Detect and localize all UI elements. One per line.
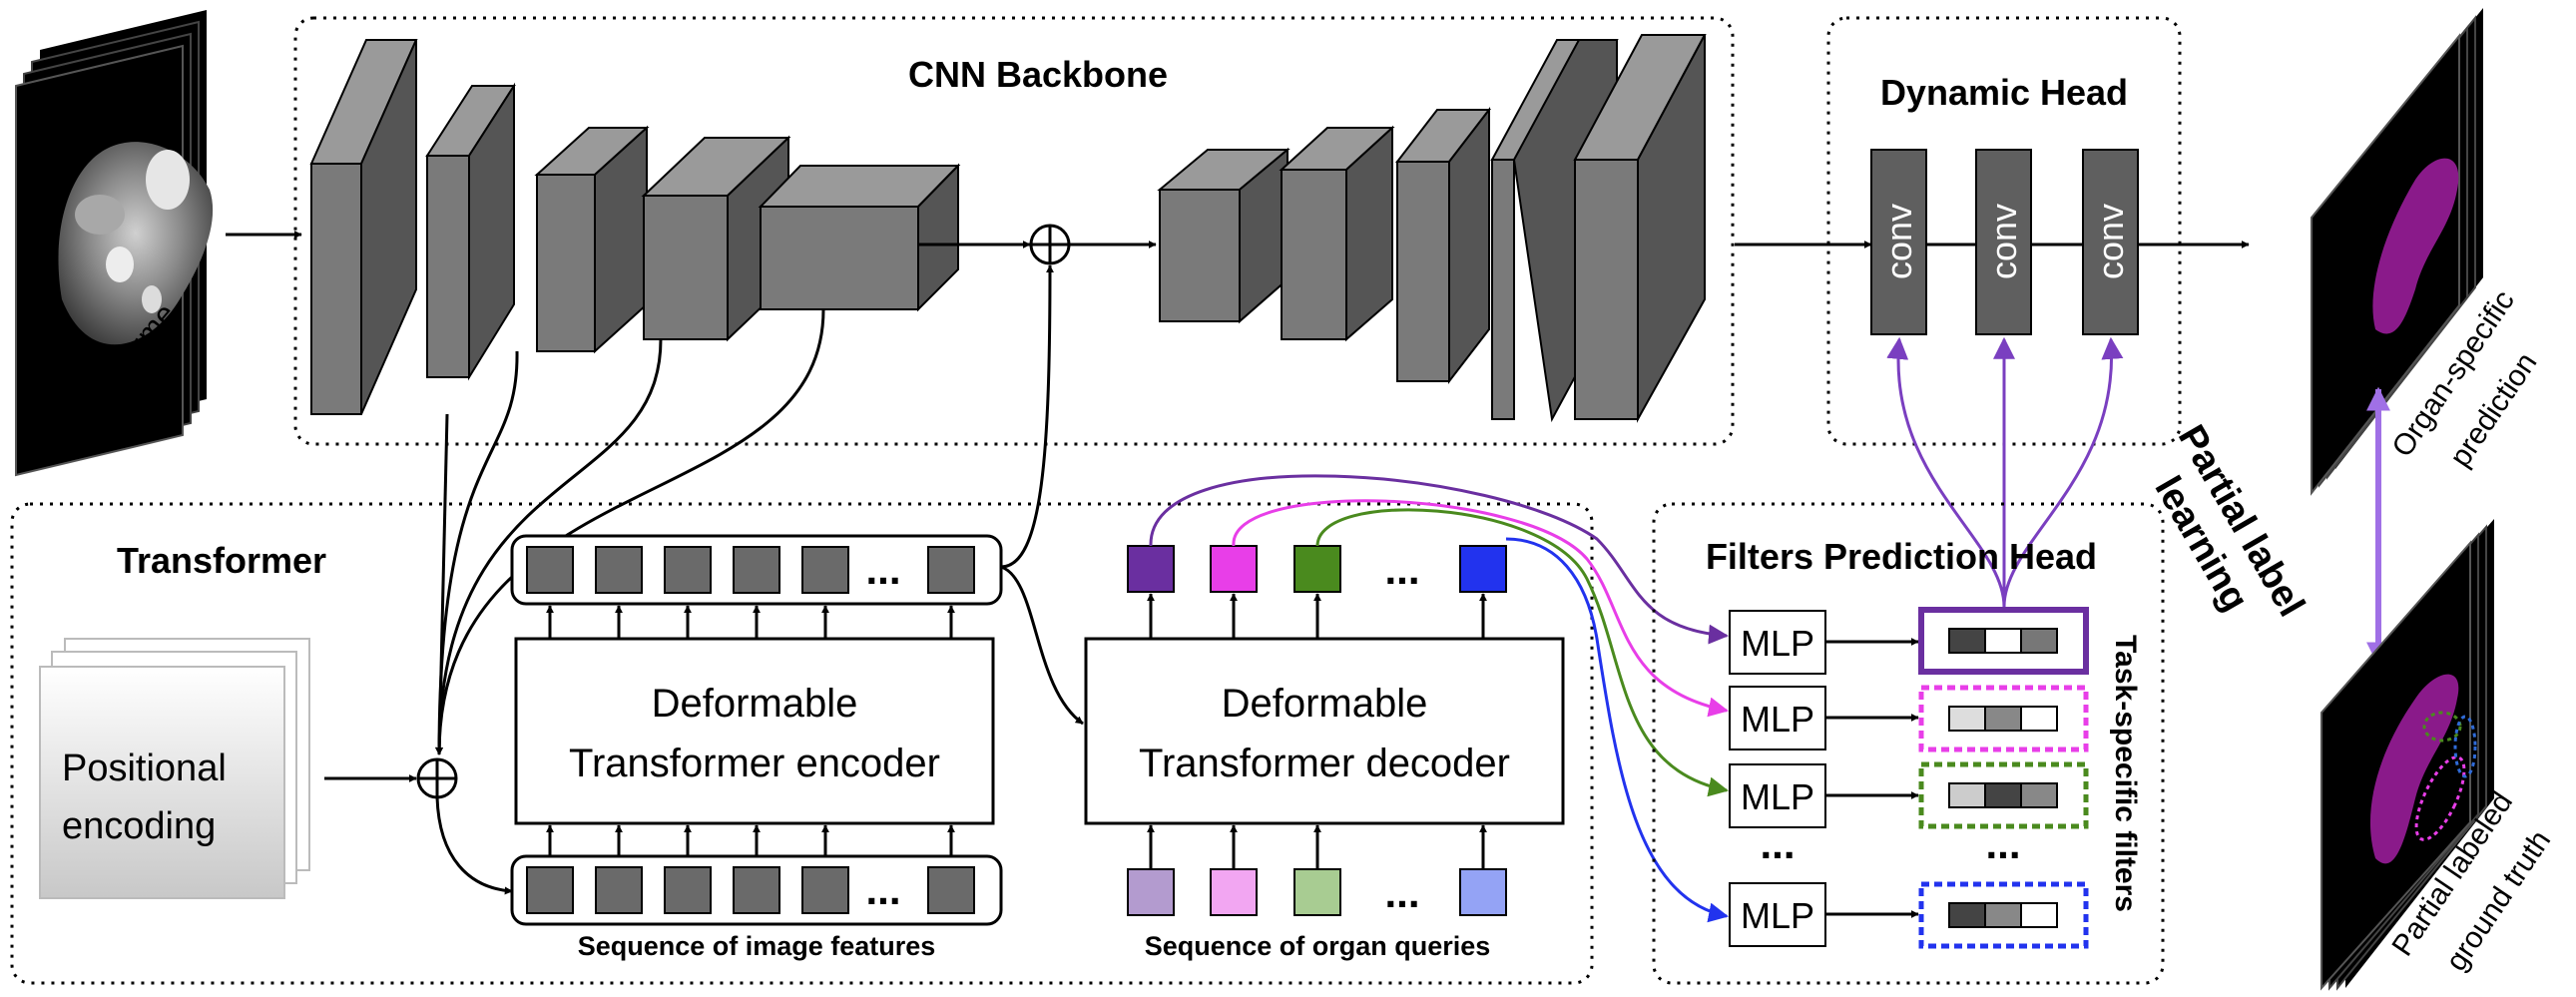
gt-outline-blue <box>2453 715 2477 778</box>
encoder-output-dots: ... <box>865 546 900 593</box>
encoder-input-dots: ... <box>865 866 900 913</box>
organ-query-dots: ... <box>1384 869 1419 916</box>
cnn-backbone-title: CNN Backbone <box>908 54 1168 95</box>
gt-outline-magenta <box>2414 755 2466 841</box>
conv-layer-1-label: conv <box>1878 204 1919 279</box>
filter-1 <box>1918 607 2089 675</box>
merge-oplus-bottom <box>416 757 458 799</box>
mlp-2-label: MLP <box>1741 699 1814 740</box>
mlp-dots: ... <box>1760 820 1795 867</box>
conv-layer-2-label: conv <box>1983 204 2024 279</box>
transformer-region <box>10 502 1594 985</box>
decoder-up-arrows-bottom <box>1147 824 1487 869</box>
arrow-encoder-to-cnn-merge <box>1000 264 1054 569</box>
positional-encoding-label-2: encoding <box>62 805 216 847</box>
filter-dots: ... <box>1985 820 2020 867</box>
conv-layer-1: conv <box>1870 149 1927 335</box>
organ-queries-caption: Sequence of organ queries <box>1145 931 1491 961</box>
deformable-decoder-box <box>1084 637 1565 825</box>
positional-encoding-label-1: Positional <box>62 748 227 789</box>
encoder-up-arrows-top <box>546 605 955 639</box>
decoder-output-tokens <box>1127 545 1507 593</box>
ct-slice-image <box>58 142 214 345</box>
mlp-1-label: MLP <box>1741 623 1814 664</box>
encoder-block-3 <box>534 125 650 354</box>
filters-prediction-region <box>1652 502 2165 985</box>
mlp-3: MLP <box>1729 763 1826 828</box>
decoder-block-3 <box>1394 107 1492 384</box>
input-volume-stack: 3D volume <box>15 10 214 477</box>
decoder-box-label-1: Deformable <box>1222 682 1428 726</box>
partial-gt-stack: Partial labeled ground truth <box>2320 519 2557 991</box>
merge-oplus-top <box>1029 224 1071 265</box>
task-specific-filters-label: Task-specific filters <box>2109 635 2142 912</box>
organ-prediction-stack: Organ-specific prediction <box>2311 8 2544 496</box>
decoder-block-2 <box>1279 125 1395 342</box>
conv-layer-3: conv <box>2082 149 2139 335</box>
image-features-caption: Sequence of image features <box>578 931 936 961</box>
arrow-sum-to-input-seq <box>435 796 513 895</box>
transformer-title: Transformer <box>117 540 326 581</box>
encoder-box-label-2: Transformer encoder <box>569 742 940 785</box>
mlp-1: MLP <box>1729 610 1826 675</box>
dynamic-head-title: Dynamic Head <box>1880 72 2128 113</box>
encoder-block-5 <box>758 163 961 312</box>
encoder-input-tokens <box>526 866 975 914</box>
filter-2 <box>1918 685 2089 752</box>
cnn-backbone-region <box>293 16 1735 446</box>
gt-organ-mask <box>2369 674 2459 864</box>
decoder-box-label-2: Transformer decoder <box>1139 742 1510 785</box>
conv-layer-2: conv <box>1975 149 2032 335</box>
decoder-up-arrows-top <box>1147 593 1487 639</box>
filters-prediction-title: Filters Prediction Head <box>1706 536 2097 577</box>
arrow-encoder-to-decoder <box>1000 565 1084 726</box>
decoder-block-5 <box>1573 34 1707 423</box>
decoder-output-dots: ... <box>1384 546 1419 593</box>
encoder-box-label-1: Deformable <box>652 682 858 726</box>
mlp-to-filter-arrows <box>1825 638 1919 918</box>
filter-4 <box>1918 881 2089 949</box>
filter-to-conv-arrows <box>1886 336 2124 608</box>
encoder-output-tokens <box>526 546 975 594</box>
deformable-encoder-box <box>514 637 995 825</box>
organ-query-tokens <box>1127 868 1507 916</box>
mlp-2: MLP <box>1729 686 1826 750</box>
mlp-4-label: MLP <box>1741 895 1814 936</box>
decoder-block-1 <box>1157 147 1290 324</box>
query-to-mlp-arrows <box>1149 474 1729 923</box>
organ-prediction-mask <box>2372 158 2459 334</box>
conv-layer-3-label: conv <box>2090 204 2131 279</box>
positional-encoding-stack: Positional encoding <box>39 638 310 899</box>
encoder-block-1 <box>309 39 418 415</box>
mlp-3-label: MLP <box>1741 776 1814 817</box>
encoder-up-arrows-bottom <box>546 824 955 856</box>
gt-outline-green <box>2422 711 2462 743</box>
mlp-4: MLP <box>1729 882 1826 947</box>
encoder-block-2 <box>425 82 516 381</box>
skip-connections <box>435 308 825 755</box>
filter-3 <box>1918 761 2089 829</box>
partial-label-learning-label: Partial label learning <box>2146 418 2312 624</box>
